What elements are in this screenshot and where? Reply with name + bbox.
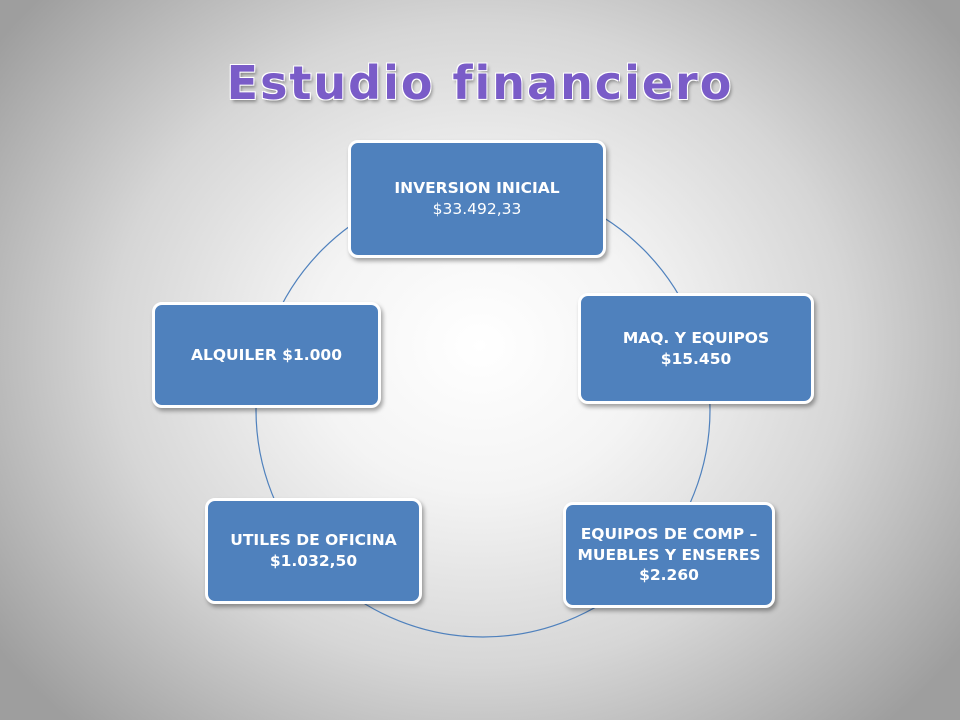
node-equipos-de-comp: EQUIPOS DE COMP – MUEBLES Y ENSERES $2.2… (563, 502, 775, 608)
node-alquiler-label: ALQUILER $1.000 (190, 345, 342, 364)
node-maq-y-equipos-value: $15.450 (660, 349, 732, 368)
node-utiles-de-oficina-value: $1.032,50 (269, 552, 358, 570)
node-equipos-de-comp-label: EQUIPOS DE COMP – MUEBLES Y ENSERES $2.2… (577, 524, 761, 585)
node-inversion-inicial-label: INVERSION INICIAL (394, 179, 560, 198)
node-inversion-inicial: INVERSION INICIAL $33.492,33 (348, 140, 606, 258)
node-maq-y-equipos-label: MAQ. Y EQUIPOS (622, 328, 770, 347)
node-inversion-inicial-value: $33.492,33 (432, 200, 522, 218)
node-maq-y-equipos: MAQ. Y EQUIPOS $15.450 (578, 293, 814, 404)
slide-title: Estudio financiero (226, 56, 734, 110)
node-alquiler: ALQUILER $1.000 (152, 302, 381, 408)
node-utiles-de-oficina-label: UTILES DE OFICINA (230, 531, 397, 550)
node-utiles-de-oficina: UTILES DE OFICINA $1.032,50 (205, 498, 422, 604)
